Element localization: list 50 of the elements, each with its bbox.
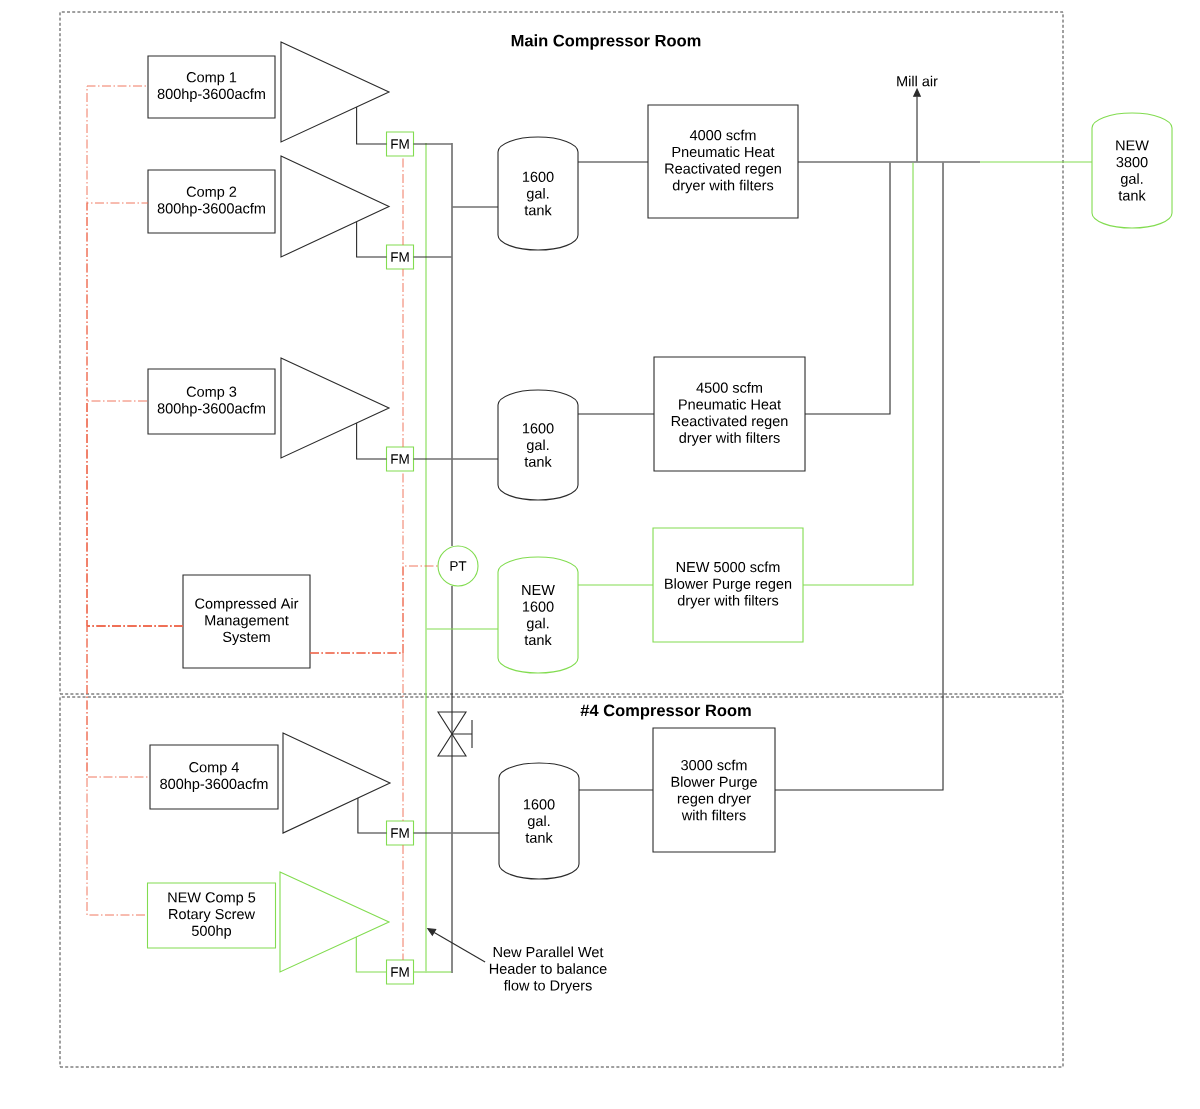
signal-line [402,844,404,961]
compressor-symbol [282,732,392,834]
pipe [426,628,499,630]
compressor-symbol [280,155,391,258]
pipe [979,161,1093,163]
pipe [802,162,914,586]
compressor-box: Comp 2 800hp-3600acfm [147,169,276,234]
pipe [412,256,452,258]
flow-meter-box: FM [385,131,415,157]
pipe [578,789,654,791]
compressor-symbol [279,871,391,973]
note-text: New Parallel Wet Header to balance flow to Dryers [489,946,607,994]
pipe [412,458,452,460]
compressor-box: Comp 1 800hp-3600acfm [147,55,276,119]
flow-meter-box: FM [385,959,415,985]
pipe [412,143,452,145]
pipe [356,221,388,258]
pipe [356,422,388,460]
pipe [577,413,655,415]
flow-meter-box: FM [385,446,415,472]
pipe [452,458,499,460]
pipe [577,584,654,586]
pipe [577,161,649,163]
dryer-box: 4000 scfm Pneumatic Heat Reactivated regen dryer with filters [647,104,799,219]
pipe [774,162,944,791]
pipe [412,832,452,834]
pipe [412,971,426,973]
pipe [357,797,388,834]
flow-meter-box: FM [385,820,415,846]
pipe [356,106,388,145]
compressor-box: NEW Comp 5 Rotary Screw 500hp [146,882,277,949]
dryer-box: 4500 scfm Pneumatic Heat Reactivated regen dryer with filters [653,356,806,472]
compressor-symbol [280,357,391,459]
pipe [452,206,499,208]
compressor-symbol [280,41,391,143]
dryer-box: 3000 scfm Blower Purge regen dryer with filters [652,727,776,853]
compressor-box: Comp 4 800hp-3600acfm [149,744,279,810]
compressor-box: Comp 3 800hp-3600acfm [147,368,276,435]
signal-line [402,268,404,448]
dryer-box: NEW 5000 scfm Blower Purge regen dryer with filters [652,527,804,643]
control-box: Compressed Air Management System [182,574,311,669]
pipe [797,161,871,163]
signal-line [86,625,184,916]
pipe [452,832,500,834]
outlet-label: Mill air [897,75,938,87]
signal-line [309,652,404,822]
pipe [355,936,388,973]
pipe [804,162,891,415]
pipe [426,971,452,973]
flow-meter-box: FM [385,244,415,270]
